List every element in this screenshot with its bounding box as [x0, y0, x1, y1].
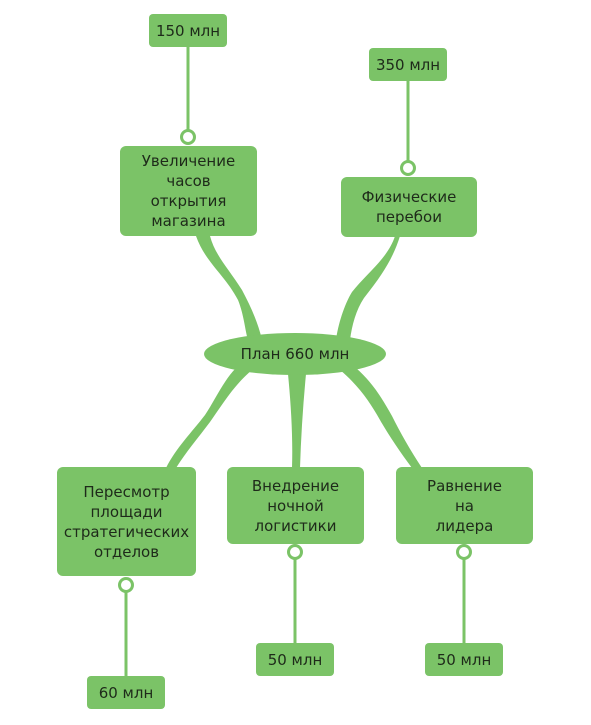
- center-ellipse: [204, 333, 386, 375]
- value-label: 350 млн: [375, 55, 441, 74]
- branch-connector-bottom-right: [340, 368, 422, 468]
- branch-label: Внедрение ночной логистики: [251, 476, 340, 535]
- branch-node-physical-outages: Физические перебои: [341, 177, 477, 237]
- value-box: 350 млн: [369, 48, 447, 81]
- branch-node-store-hours: Увеличение часов открытия магазина: [120, 146, 257, 236]
- value-box: 150 млн: [149, 14, 227, 47]
- connector-dot: [456, 544, 472, 560]
- branch-label: Физические перебои: [361, 188, 457, 226]
- branch-connector-top-right: [336, 236, 400, 340]
- branch-connector-bottom-left: [166, 368, 252, 468]
- branch-node-strategic-departments: Пересмотр площади стратегических отделов: [57, 467, 196, 576]
- value-label: 50 млн: [436, 650, 492, 669]
- connector-dot: [287, 544, 303, 560]
- branch-node-leader-alignment: Равнение на лидера: [396, 467, 533, 544]
- branch-connector-bottom-middle: [288, 374, 306, 468]
- value-box: 50 млн: [256, 643, 334, 676]
- branch-node-night-logistics: Внедрение ночной логистики: [227, 467, 364, 544]
- center-node: План 660 млн: [204, 333, 386, 375]
- branch-label: Равнение на лидера: [427, 476, 502, 535]
- value-label: 150 млн: [155, 21, 221, 40]
- value-box: 60 млн: [87, 676, 165, 709]
- branch-connector-top-left: [196, 236, 262, 340]
- branch-label: Пересмотр площади стратегических отделов: [63, 482, 190, 561]
- value-label: 60 млн: [98, 683, 154, 702]
- branch-label: Увеличение часов открытия магазина: [141, 152, 236, 230]
- connector-dot: [400, 160, 416, 176]
- value-box: 50 млн: [425, 643, 503, 676]
- connector-dot: [118, 577, 134, 593]
- connector-dot: [180, 129, 196, 145]
- center-label: План 660 млн: [240, 345, 350, 363]
- value-label: 50 млн: [267, 650, 323, 669]
